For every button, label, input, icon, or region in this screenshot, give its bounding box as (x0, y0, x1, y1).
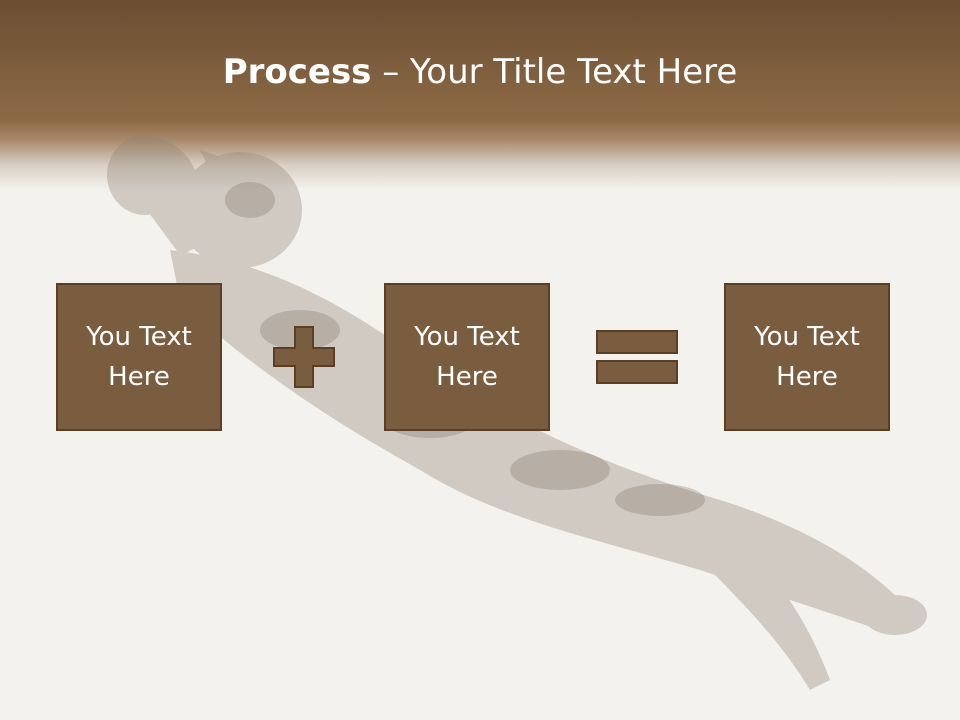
text-box-1-label: You Text Here (86, 322, 192, 392)
title-banner (0, 0, 960, 190)
text-box-1[interactable]: You Text Here (56, 283, 222, 431)
text-box-3[interactable]: You Text Here (724, 283, 890, 431)
title-bold: Process (222, 52, 372, 92)
text-box-2[interactable]: You Text Here (384, 283, 550, 431)
slide-title: Process – Your Title Text Here (0, 52, 960, 92)
title-rest: – Your Title Text Here (371, 52, 738, 92)
text-box-3-label: You Text Here (754, 322, 860, 392)
text-box-2-label: You Text Here (414, 322, 520, 392)
plus-icon (273, 326, 335, 388)
equals-icon (596, 330, 678, 384)
